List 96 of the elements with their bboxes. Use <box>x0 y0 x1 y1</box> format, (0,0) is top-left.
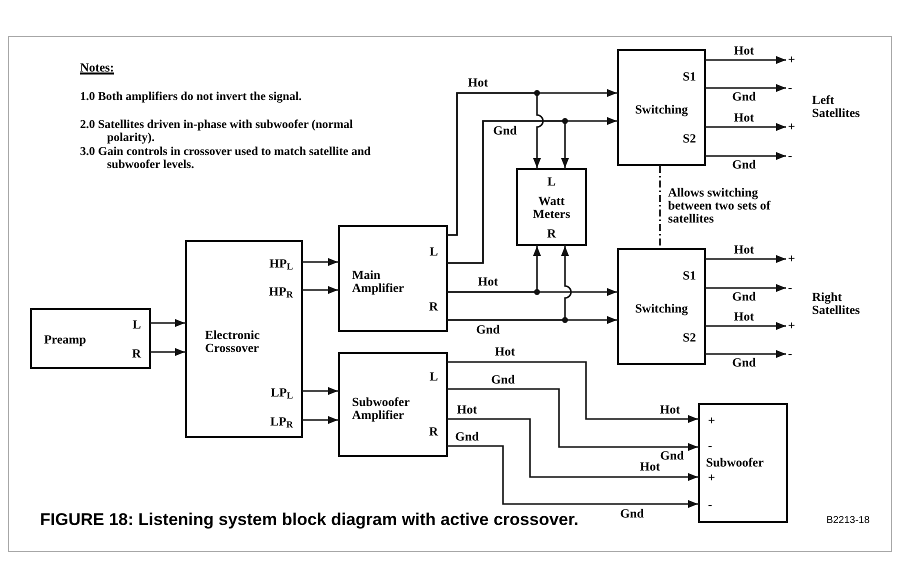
edge-label: Hot <box>734 44 754 58</box>
block-box <box>185 240 303 438</box>
block-box <box>617 49 706 166</box>
edge-label: Hot <box>734 112 754 124</box>
edge-label: Gnd <box>491 374 515 386</box>
block-text: Preamp <box>44 334 86 346</box>
block-text: L <box>547 176 556 188</box>
terminal-sign: - <box>788 348 792 360</box>
block-text: Switching <box>635 104 688 116</box>
block-box <box>338 352 448 457</box>
block-text: Watt Meters <box>532 195 572 221</box>
wire-arrow <box>303 416 338 424</box>
edge-label: Gnd <box>732 356 756 370</box>
edge-label: Gnd <box>732 90 756 104</box>
block-text: HP$_{R}$ <box>268 286 293 298</box>
wire-arrow <box>448 388 698 451</box>
edge-label: Hot <box>494 346 516 358</box>
block-text: - <box>708 440 712 452</box>
wire-arrow <box>303 258 338 266</box>
wire-arrow <box>448 120 569 264</box>
block-text: R <box>546 228 556 240</box>
wire-arrow <box>151 319 185 327</box>
block-box <box>30 308 151 369</box>
output-label: Left Satellites <box>812 94 861 120</box>
block-text: + <box>708 472 716 484</box>
wire-arrow <box>448 418 698 481</box>
block-text: S1 <box>682 70 696 84</box>
wire-label: Gnd <box>660 450 684 462</box>
note-text: 3.0 Gain controls in crossover used to match satellite and subwoofer levels. <box>80 145 372 171</box>
wire-arrow <box>706 123 786 131</box>
block-text: R <box>428 300 438 314</box>
edge-label: Hot <box>478 276 498 288</box>
edge-label: Gnd <box>455 430 479 444</box>
block-text: LP$_{L}$ <box>270 386 293 400</box>
block-box <box>516 168 587 246</box>
block-text: S2 <box>682 132 696 146</box>
wire-arrow <box>448 445 698 508</box>
note-text: 1.0 Both amplifiers do not invert the signal. <box>80 90 303 103</box>
block-text: + <box>708 414 716 428</box>
terminal-sign: - <box>788 282 792 294</box>
dash-dot-line <box>659 166 661 248</box>
wire-arrow <box>448 361 698 423</box>
edge-label: Gnd <box>732 290 756 304</box>
terminal-sign: + <box>788 252 796 266</box>
block-text: R <box>428 426 438 438</box>
wire-arrow <box>706 350 786 358</box>
wire-arrow <box>448 92 544 236</box>
block-text: L <box>132 318 141 332</box>
block-text: Main Amplifier <box>352 269 406 295</box>
wire-arrow <box>706 322 786 330</box>
wire-arrow <box>706 56 786 64</box>
block-text: - <box>708 498 712 512</box>
block-box <box>698 403 788 523</box>
block-text: S1 <box>682 270 696 282</box>
block-text: HP$_{L}$ <box>269 258 293 270</box>
edge-label: Hot <box>734 244 754 256</box>
wire-label: Hot <box>640 460 660 474</box>
terminal-sign: + <box>788 54 796 66</box>
terminal-sign: + <box>788 120 796 134</box>
wire-arrow <box>303 286 338 294</box>
block-text: Switching <box>635 302 688 316</box>
block-text: S2 <box>682 332 696 344</box>
block-text: Subwoofer Amplifier <box>352 396 410 422</box>
figure-caption: FIGURE 18: Listening system block diagram with active crossover. <box>40 509 579 531</box>
wire-label: Gnd <box>620 508 644 520</box>
block-text: LP$_{R}$ <box>270 416 293 428</box>
edge-label: Gnd <box>476 324 500 336</box>
wire-arrow <box>151 348 185 356</box>
wire-arrow <box>706 284 786 292</box>
annotation-text: Allows switching between two sets of satellites <box>668 186 772 226</box>
figure-code: B2213-18 <box>826 515 870 527</box>
edge-label: Gnd <box>493 124 517 138</box>
wire-arrow <box>706 84 786 92</box>
wire-arrow <box>706 255 786 263</box>
block-text: R <box>132 348 141 360</box>
edge-label: Hot <box>468 76 488 90</box>
note-text: 2.0 Satellites driven in-phase with subwoofer (normal polarity). <box>80 118 354 144</box>
wire-arrow <box>303 387 338 395</box>
edge-label: Hot <box>456 404 478 416</box>
wire-arrow <box>706 152 786 160</box>
edge-label: Hot <box>734 310 754 324</box>
output-label: Right Satellites <box>812 291 861 317</box>
block-box <box>338 225 448 332</box>
terminal-sign: + <box>788 320 796 332</box>
edge-label: Gnd <box>732 158 756 172</box>
terminal-sign: - <box>788 82 792 94</box>
wire-arrow <box>448 246 572 321</box>
block-text: Subwoofer <box>706 456 764 470</box>
wire-arrow <box>448 246 541 293</box>
wire-label: Hot <box>660 404 680 416</box>
notes-heading: Notes: <box>80 62 114 74</box>
block-text: L <box>430 246 438 258</box>
block-text: L <box>430 370 438 384</box>
block-box <box>617 248 706 365</box>
terminal-sign: - <box>788 150 792 162</box>
block-text: Electronic Crossover <box>205 329 261 355</box>
